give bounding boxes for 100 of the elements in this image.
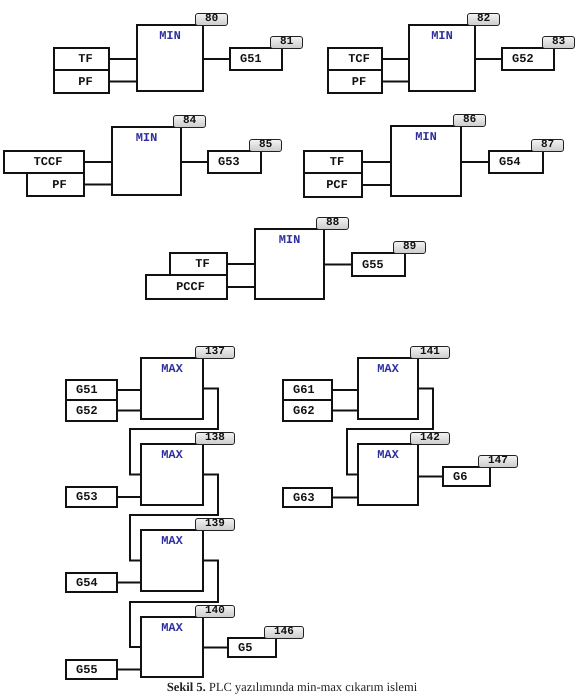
variable-name: G55 [362, 258, 384, 272]
block-number-tag: 85 [249, 139, 282, 152]
function-name: MAX [161, 362, 183, 376]
connection-line [118, 582, 140, 584]
connection-line [476, 58, 501, 60]
output-variable-box [282, 399, 333, 422]
input-variable-box [169, 252, 228, 276]
connection-line [118, 410, 140, 412]
output-variable-box [227, 637, 277, 658]
connection-line [419, 476, 442, 478]
connection-line [462, 161, 488, 163]
block-number-tag: 142 [410, 432, 450, 445]
block-number-tag: 140 [195, 605, 235, 618]
function-name: MIN [159, 29, 181, 43]
function-name: MAX [161, 534, 183, 548]
variable-name: G61 [293, 383, 315, 397]
connection-line [129, 474, 219, 562]
variable-name: TF [195, 257, 210, 271]
input-variable-box [53, 47, 110, 71]
output-variable-box [65, 486, 118, 508]
variable-name: PF [52, 178, 67, 192]
input-variable-box [3, 150, 85, 174]
block-number-tag: 139 [195, 518, 235, 531]
output-variable-box [501, 47, 555, 71]
connection-line [363, 161, 390, 163]
function-name: MAX [161, 448, 183, 462]
output-variable-box [65, 399, 118, 422]
connection-line [85, 161, 111, 163]
input-variable-box [145, 274, 228, 300]
output-variable-box [229, 47, 283, 71]
connection-line [204, 58, 229, 60]
connection-line [85, 184, 111, 186]
output-variable-box [282, 487, 333, 508]
function-block [140, 616, 204, 678]
connection-line [383, 80, 408, 82]
connection-line [325, 264, 351, 266]
block-number-tag: 146 [264, 626, 304, 639]
connection-line [363, 184, 390, 186]
block-number-tag: 81 [270, 36, 304, 49]
output-variable-box [282, 379, 333, 401]
variable-name: PCCF [176, 280, 205, 294]
connection-line [228, 286, 254, 288]
connection-line [129, 560, 219, 648]
variable-name: TCF [348, 52, 370, 66]
output-variable-box [65, 659, 118, 680]
connection-line [346, 388, 434, 476]
variable-name: G55 [76, 662, 98, 676]
function-block [390, 125, 462, 197]
block-number-tag: 84 [173, 115, 206, 128]
output-variable-box [488, 150, 544, 174]
input-variable-box [303, 150, 363, 174]
input-variable-box [53, 69, 110, 94]
connection-line [118, 389, 140, 391]
variable-name: G6 [453, 470, 468, 484]
connection-line [333, 389, 357, 391]
function-name: MAX [377, 362, 399, 376]
variable-name: TF [330, 155, 344, 169]
variable-name: G52 [76, 404, 98, 418]
block-number-tag: 147 [478, 455, 518, 468]
block-number-tag: 82 [467, 13, 500, 26]
variable-name: G52 [512, 52, 534, 66]
function-block [111, 126, 182, 196]
output-variable-box [65, 379, 118, 401]
function-block [140, 443, 204, 506]
function-name: MIN [136, 131, 158, 145]
variable-name: G53 [218, 155, 240, 169]
function-name: MAX [377, 448, 399, 462]
connection-line [182, 161, 207, 163]
function-name: MIN [415, 130, 437, 144]
variable-name: TF [78, 52, 93, 66]
function-block [357, 443, 419, 506]
figure-caption: Sekil 5. PLC yazılımında min-max cıkarım islemi [166, 680, 418, 695]
block-number-tag: 137 [195, 346, 235, 359]
function-block [140, 357, 204, 420]
block-number-tag: 87 [531, 139, 564, 152]
function-name: MIN [431, 29, 453, 43]
variable-name: G51 [76, 383, 98, 397]
connection-line [118, 496, 140, 498]
connection-line [228, 263, 254, 265]
block-number-tag: 141 [410, 346, 450, 359]
variable-name: G54 [499, 155, 521, 169]
function-block [254, 228, 325, 300]
output-variable-box [442, 466, 491, 487]
variable-name: G63 [293, 490, 315, 504]
block-number-tag: 88 [316, 217, 350, 230]
connection-line [333, 496, 357, 498]
block-number-tag: 138 [195, 432, 235, 445]
variable-name: PF [352, 74, 366, 88]
input-variable-box [327, 69, 383, 94]
variable-name: G51 [240, 52, 262, 66]
function-name: MAX [161, 621, 183, 635]
variable-name: G53 [76, 490, 98, 504]
input-variable-box [26, 172, 85, 197]
input-variable-box [303, 172, 363, 198]
output-variable-box [207, 150, 262, 174]
variable-name: TCCF [34, 155, 62, 169]
connection-line [110, 58, 136, 60]
output-variable-box [351, 252, 406, 277]
block-number-tag: 83 [542, 36, 576, 49]
connection-line [333, 410, 357, 412]
